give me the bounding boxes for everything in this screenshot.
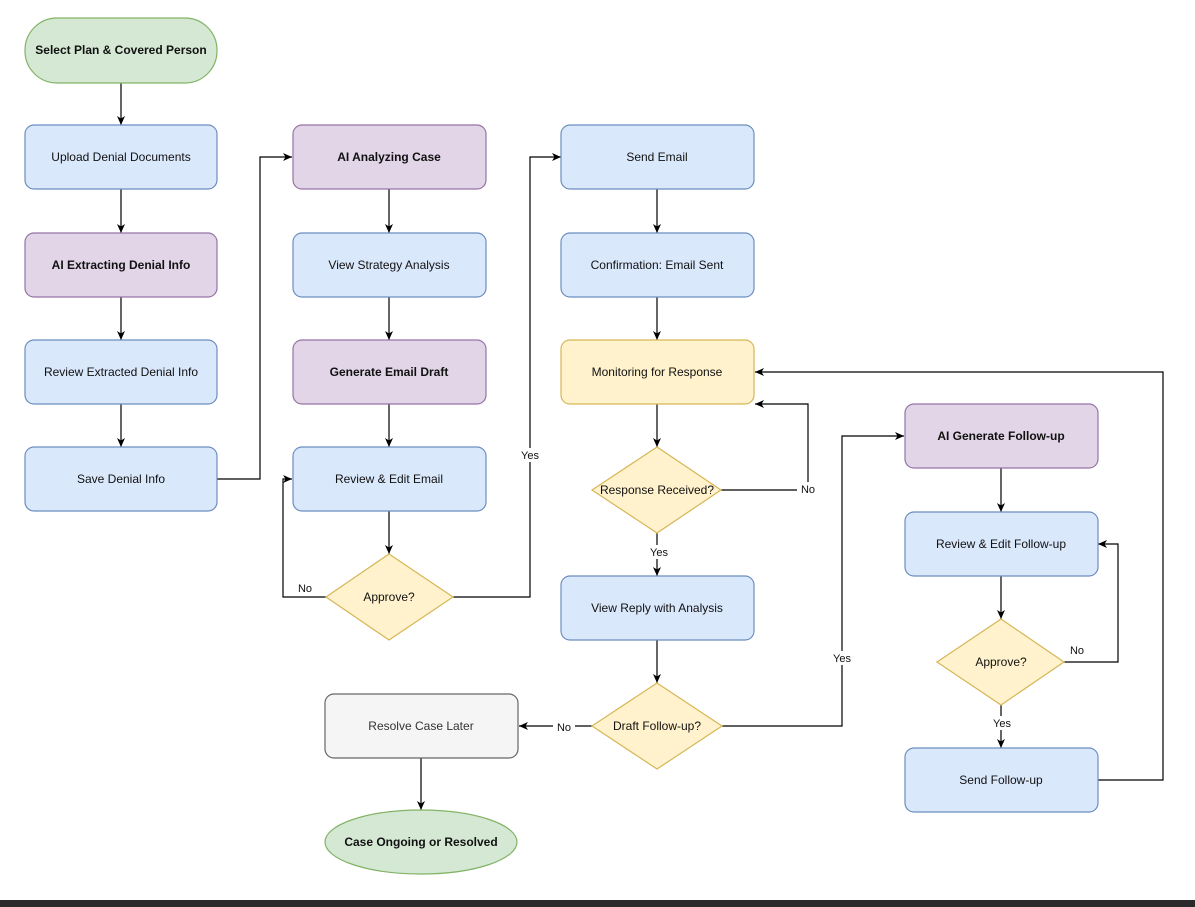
node-review-followup[interactable]: Review & Edit Follow-up: [904, 511, 1099, 577]
node-send-email-label: Send Email: [626, 150, 687, 164]
edge-response-no: [721, 400, 809, 491]
node-ai-analyzing-label: AI Analyzing Case: [337, 150, 441, 164]
node-upload-docs-label: Upload Denial Documents: [51, 150, 190, 164]
node-approve-1[interactable]: Approve?: [324, 553, 455, 641]
node-monitoring-label: Monitoring for Response: [592, 365, 723, 379]
node-generate-draft[interactable]: Generate Email Draft: [292, 339, 487, 405]
edge-label-approve1-yes: Yes: [521, 450, 539, 462]
bottom-bar: [0, 900, 1195, 907]
node-review-edit-email[interactable]: Review & Edit Email: [292, 446, 487, 512]
node-view-strategy-label: View Strategy Analysis: [328, 258, 449, 272]
node-review-followup-label: Review & Edit Follow-up: [936, 537, 1066, 551]
edge-approve1-yes: [453, 153, 561, 598]
node-confirmation-label: Confirmation: Email Sent: [591, 258, 724, 272]
node-response-received-label: Response Received?: [600, 483, 714, 497]
edge-label-draft-no: No: [557, 722, 571, 734]
edge-label-response-yes: Yes: [650, 547, 668, 559]
node-view-reply[interactable]: View Reply with Analysis: [560, 575, 755, 641]
node-monitoring[interactable]: Monitoring for Response: [560, 339, 755, 405]
edge-approve1-no: [282, 475, 327, 598]
node-case-ongoing[interactable]: Case Ongoing or Resolved: [324, 809, 518, 875]
node-save-denial-label: Save Denial Info: [77, 472, 165, 486]
node-send-followup[interactable]: Send Follow-up: [904, 747, 1099, 813]
node-approve-2-label: Approve?: [975, 655, 1027, 669]
node-review-extracted-label: Review Extracted Denial Info: [44, 365, 198, 379]
node-approve-1-label: Approve?: [363, 590, 415, 604]
edge-label-response-no: No: [801, 484, 815, 496]
edge-label-draft-yes: Yes: [833, 653, 851, 665]
node-review-extracted[interactable]: Review Extracted Denial Info: [24, 339, 218, 405]
edge-approve2-no: [1064, 540, 1119, 663]
node-approve-2[interactable]: Approve?: [935, 618, 1066, 706]
edge-labels: No Yes No Yes No Yes No Yes: [294, 448, 1088, 734]
node-response-received[interactable]: Response Received?: [590, 446, 723, 534]
edge-draft-yes: [722, 432, 904, 727]
node-send-email[interactable]: Send Email: [560, 124, 755, 190]
node-view-strategy[interactable]: View Strategy Analysis: [292, 232, 487, 298]
edge-label-approve2-yes: Yes: [993, 718, 1011, 730]
node-draft-followup[interactable]: Draft Follow-up?: [590, 682, 724, 770]
node-ai-analyzing[interactable]: AI Analyzing Case: [292, 124, 487, 190]
node-ai-followup-label: AI Generate Follow-up: [937, 429, 1064, 443]
node-send-followup-label: Send Follow-up: [959, 773, 1043, 787]
node-confirmation[interactable]: Confirmation: Email Sent: [560, 232, 755, 298]
node-select-plan[interactable]: Select Plan & Covered Person: [24, 17, 218, 84]
edge-sendfollow-to-monitor: [755, 368, 1164, 781]
node-view-reply-label: View Reply with Analysis: [591, 601, 723, 615]
edge-label-approve2-no: No: [1070, 645, 1084, 657]
edges: [117, 83, 1164, 810]
node-save-denial[interactable]: Save Denial Info: [24, 446, 218, 512]
node-select-plan-label: Select Plan & Covered Person: [35, 43, 206, 57]
node-draft-followup-label: Draft Follow-up?: [613, 719, 701, 733]
node-upload-docs[interactable]: Upload Denial Documents: [24, 124, 218, 190]
node-generate-draft-label: Generate Email Draft: [330, 365, 449, 379]
node-ai-extract[interactable]: AI Extracting Denial Info: [24, 232, 218, 298]
node-review-edit-email-label: Review & Edit Email: [335, 472, 443, 486]
node-resolve-later[interactable]: Resolve Case Later: [324, 693, 519, 759]
edge-save-to-analyzing: [217, 153, 292, 480]
node-ai-extract-label: AI Extracting Denial Info: [52, 258, 191, 272]
node-ai-followup[interactable]: AI Generate Follow-up: [904, 403, 1099, 469]
edge-label-approve1-no: No: [298, 583, 312, 595]
node-resolve-later-label: Resolve Case Later: [368, 719, 473, 733]
node-case-ongoing-label: Case Ongoing or Resolved: [344, 835, 497, 849]
